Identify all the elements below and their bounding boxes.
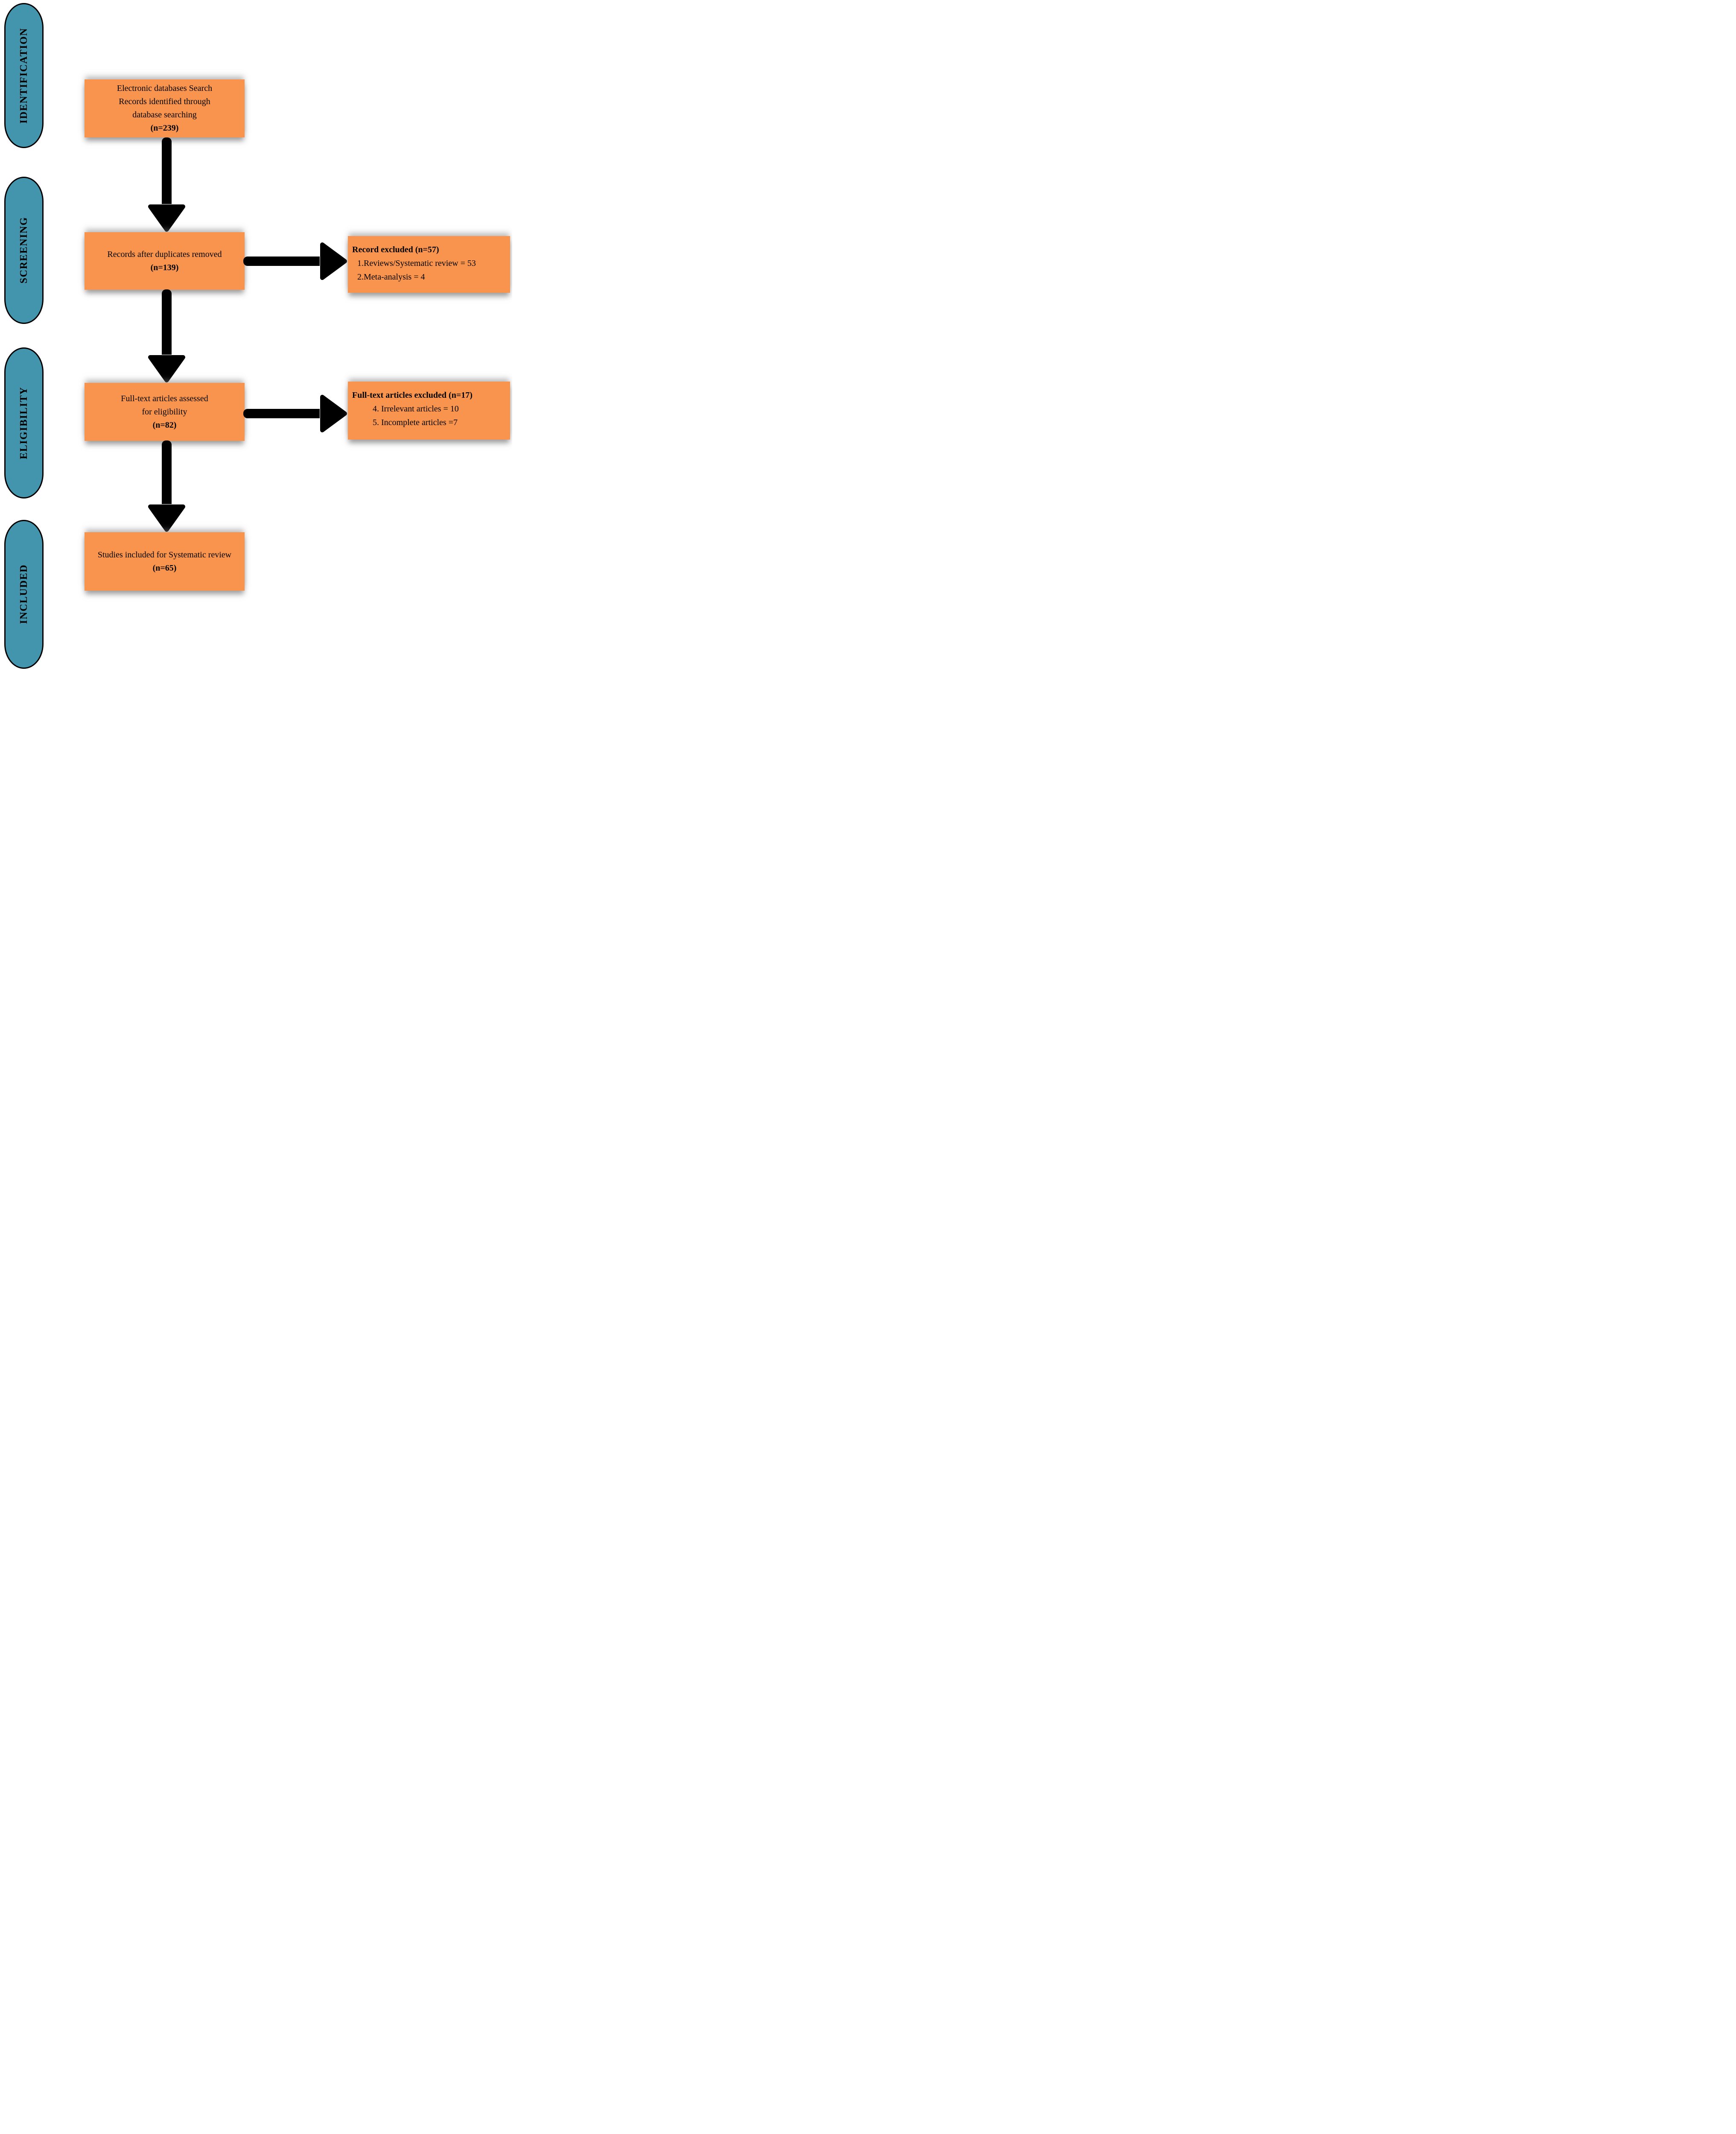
stage-pill-identification: IDENTIFICATION <box>4 3 44 148</box>
exclusion-box-records-excluded: Record excluded (n=57) 1.Reviews/Systema… <box>348 236 510 293</box>
arrow-stem <box>162 137 172 204</box>
stage-label-identification: IDENTIFICATION <box>18 27 29 124</box>
arrow-head-down-icon <box>148 204 185 232</box>
flow-box-text-line: for eligibility <box>142 407 187 417</box>
flow-box-text-line: database searching <box>132 110 197 120</box>
flow-box-records-identified: Electronic databases Search Records iden… <box>85 79 245 137</box>
stage-label-included: INCLUDED <box>18 564 29 624</box>
arrow-stem <box>243 257 320 266</box>
stage-pill-screening: SCREENING <box>4 177 44 324</box>
arrow-right-icon <box>243 394 348 433</box>
stage-label-eligibility: ELIGIBILITY <box>18 387 29 459</box>
flow-box-studies-included: Studies included for Systematic review (… <box>85 532 245 591</box>
prisma-flow-diagram: IDENTIFICATION SCREENING ELIGIBILITY INC… <box>0 0 512 672</box>
stage-pill-eligibility: ELIGIBILITY <box>4 347 44 499</box>
arrow-down-icon <box>147 440 186 533</box>
stage-label-screening: SCREENING <box>18 217 29 284</box>
arrow-down-icon <box>147 289 186 383</box>
arrow-stem <box>243 409 320 418</box>
arrow-head-right-icon <box>320 242 347 280</box>
flow-box-text-line: Records identified through <box>119 97 210 106</box>
flow-box-text-line: Electronic databases Search <box>117 84 213 93</box>
exclusion-box-title: Record excluded (n=57) <box>352 245 439 254</box>
arrow-down-icon <box>147 137 186 233</box>
flow-box-fulltext-assessed: Full-text articles assessed for eligibil… <box>85 383 245 441</box>
arrow-right-icon <box>243 242 348 281</box>
flow-box-text-line: Records after duplicates removed <box>107 249 222 259</box>
arrow-head-down-icon <box>148 355 185 382</box>
exclusion-item: 4. Irrelevant articles = 10 <box>373 404 459 414</box>
record-count: (n=65) <box>152 563 177 573</box>
record-count: (n=82) <box>152 420 177 430</box>
flow-box-text-line: Full-text articles assessed <box>121 394 208 403</box>
arrow-stem <box>162 289 172 355</box>
flow-box-text-line: Studies included for Systematic review <box>97 550 232 560</box>
arrow-head-right-icon <box>320 395 347 432</box>
record-count: (n=139) <box>150 262 179 272</box>
record-count: (n=239) <box>150 123 179 133</box>
exclusion-item: 1.Reviews/Systematic review = 53 <box>357 259 476 268</box>
arrow-stem <box>162 440 172 504</box>
exclusion-item: 2.Meta-analysis = 4 <box>357 272 425 282</box>
arrow-head-down-icon <box>148 504 185 532</box>
exclusion-item: 5. Incomplete articles =7 <box>373 418 458 427</box>
flow-box-records-after-duplicates: Records after duplicates removed (n=139) <box>85 232 245 290</box>
exclusion-box-fulltext-excluded: Full-text articles excluded (n=17) 4. Ir… <box>348 382 510 440</box>
exclusion-box-title: Full-text articles excluded (n=17) <box>352 391 473 400</box>
stage-pill-included: INCLUDED <box>4 520 44 669</box>
